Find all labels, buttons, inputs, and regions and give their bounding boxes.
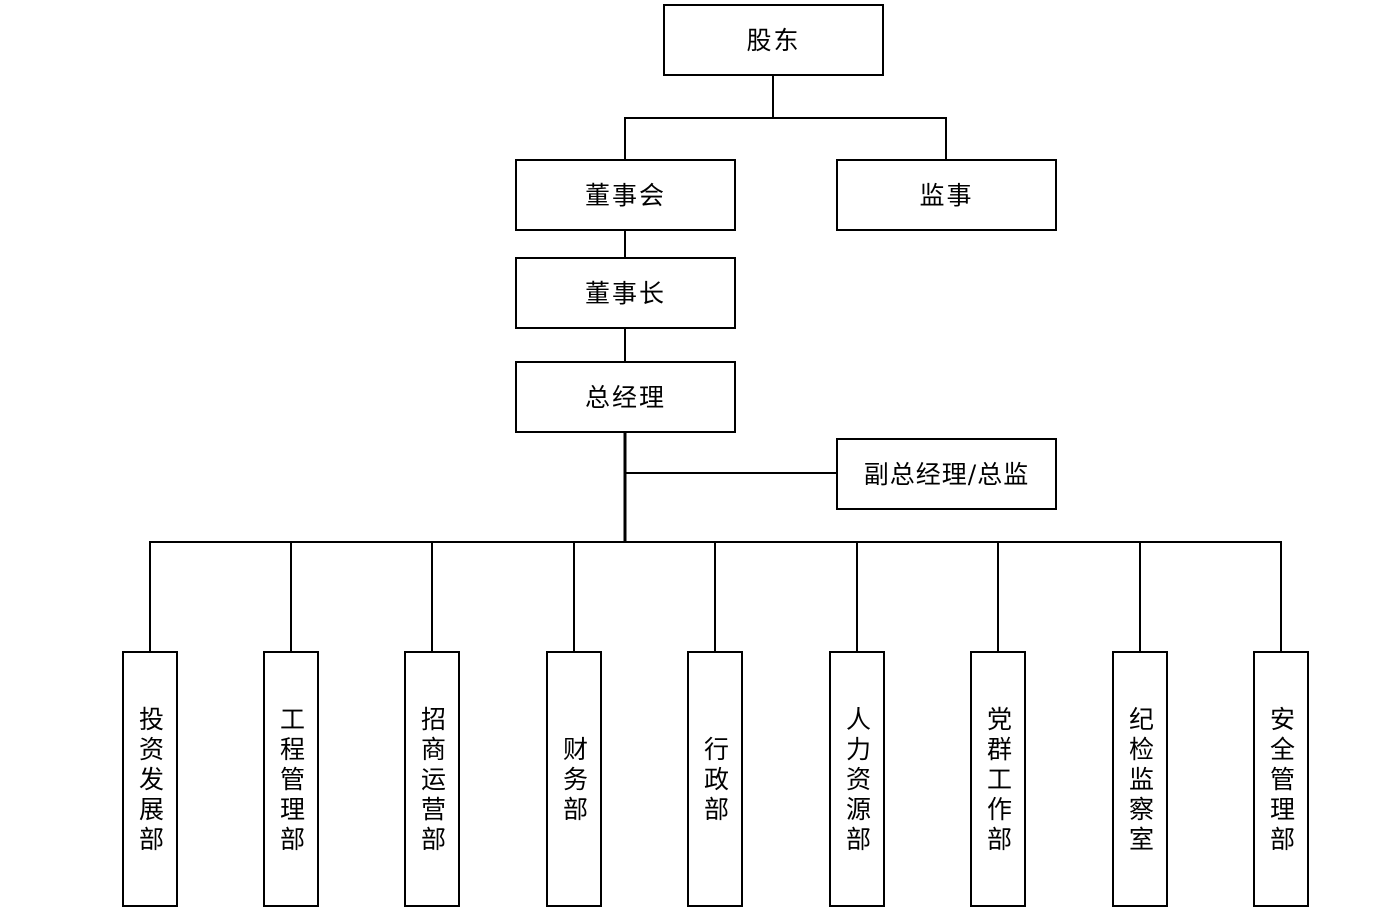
node-deputy: 副总经理/总监 xyxy=(836,438,1057,510)
node-chairman: 董事长 xyxy=(515,257,736,329)
node-dept-party: 党群工作部 xyxy=(970,651,1026,907)
node-dept-admin: 行政部 xyxy=(687,651,743,907)
node-dept-engineering: 工程管理部 xyxy=(263,651,319,907)
node-dept-discipline: 纪检监察室 xyxy=(1112,651,1168,907)
node-dept-investment: 投资发展部 xyxy=(122,651,178,907)
node-dept-safety: 安全管理部 xyxy=(1253,651,1309,907)
node-board: 董事会 xyxy=(515,159,736,231)
node-shareholders: 股东 xyxy=(663,4,884,76)
node-dept-leasing: 招商运营部 xyxy=(404,651,460,907)
node-dept-hr: 人力资源部 xyxy=(829,651,885,907)
node-dept-finance: 财务部 xyxy=(546,651,602,907)
node-general-manager: 总经理 xyxy=(515,361,736,433)
node-supervisor: 监事 xyxy=(836,159,1057,231)
